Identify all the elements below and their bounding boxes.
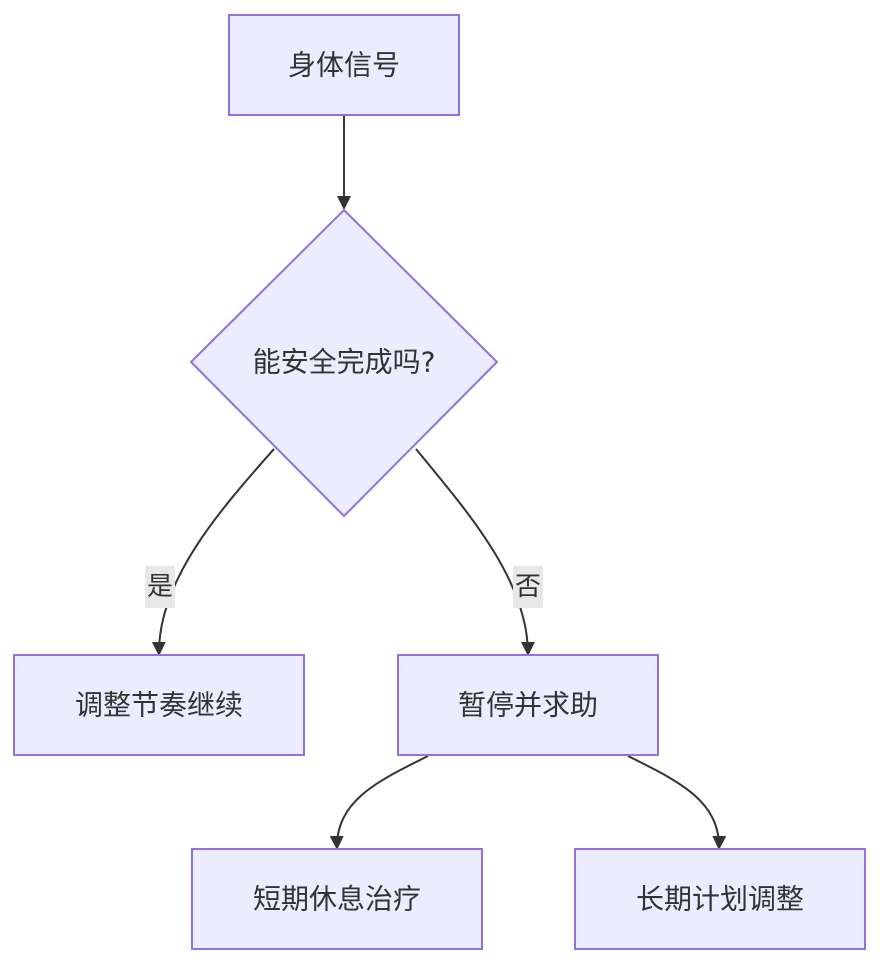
edge-pause-to-short-rest — [329, 755, 429, 850]
node-adjust-label: 调整节奏继续 — [75, 689, 243, 722]
node-long-plan: 长期计划调整 — [574, 848, 866, 950]
edge-label-no: 否 — [513, 566, 543, 608]
node-pause: 暂停并求助 — [397, 654, 659, 756]
node-decision-label: 能安全完成吗? — [253, 346, 436, 379]
edges — [151, 116, 727, 850]
node-body-signal-label: 身体信号 — [288, 49, 400, 82]
edge-label-yes: 是 — [145, 566, 175, 608]
edge-decision-to-adjust — [151, 448, 275, 656]
edge-pause-to-long-plan — [627, 755, 727, 850]
node-short-rest: 短期休息治疗 — [191, 848, 483, 950]
node-body-signal: 身体信号 — [228, 14, 460, 116]
node-short-rest-label: 短期休息治疗 — [253, 883, 421, 916]
node-adjust: 调整节奏继续 — [13, 654, 305, 756]
node-pause-label: 暂停并求助 — [458, 689, 598, 722]
node-decision: 能安全完成吗? — [189, 208, 499, 518]
node-long-plan-label: 长期计划调整 — [636, 883, 804, 916]
edge-label-no-text: 否 — [515, 572, 541, 602]
edge-label-yes-text: 是 — [147, 572, 173, 602]
edge-decision-to-pause — [415, 448, 535, 656]
